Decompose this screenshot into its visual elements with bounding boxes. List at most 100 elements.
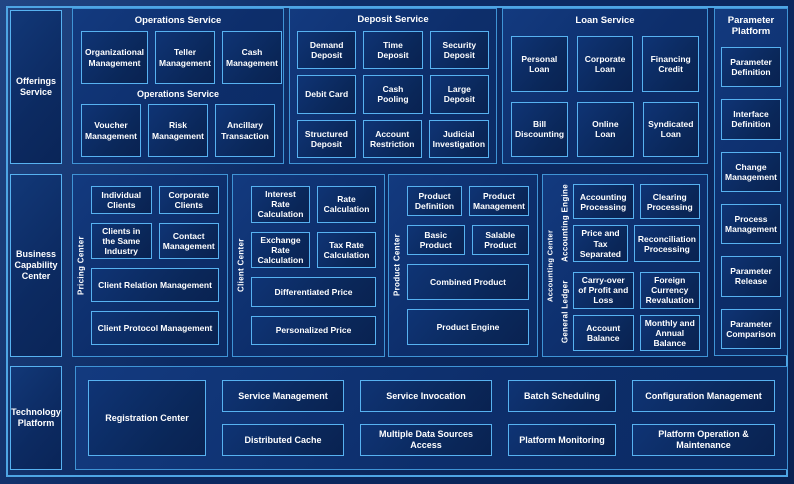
accounting-engine-label: Accounting Engine [560, 184, 570, 262]
personalized-price-box: Personalized Price [251, 315, 376, 345]
operations-row-2: Voucher Management Risk Management Ancil… [81, 104, 275, 157]
client-center-label: Client Center [236, 238, 246, 293]
online-loan-box: Online Loan [577, 101, 634, 157]
change-management-box: Change Management [721, 151, 781, 192]
operations-row-1: Organizational Management Teller Managem… [81, 31, 282, 84]
deposit-row-2: Debit Card Cash Pooling Large Deposit [297, 75, 489, 114]
engine-row-2: Price and Tax Separated Reconciliation P… [573, 225, 700, 262]
corporate-clients-box: Corporate Clients [158, 186, 219, 214]
operations-service-panel: Operations Service Organizational Manage… [72, 8, 284, 164]
judicial-investigation-box: Judicial Investigation [428, 119, 490, 158]
general-ledger-grid: Carry-over of Profit and Loss Foreign Cu… [573, 272, 700, 352]
ancillary-transaction-box: Ancillary Transaction [215, 104, 275, 157]
large-deposit-box: Large Deposit [429, 75, 489, 114]
pricing-center-panel: Pricing Center Individual Clients Corpor… [72, 174, 228, 357]
registration-center-box: Registration Center [88, 380, 206, 456]
accounting-processing-box: Accounting Processing [573, 184, 634, 220]
time-deposit-box: Time Deposit [363, 31, 423, 70]
tech-column-1: Service Management Distributed Cache [222, 380, 344, 456]
parameter-release-box: Parameter Release [721, 256, 781, 297]
multiple-data-sources-access-box: Multiple Data Sources Access [360, 424, 492, 456]
distributed-cache-box: Distributed Cache [222, 424, 344, 456]
client-center-content: Interest Rate Calculation Rate Calculati… [249, 175, 384, 356]
tax-rate-calculation-box: Tax Rate Calculation [317, 231, 376, 269]
teller-management-box: Teller Management [155, 31, 215, 84]
deposit-row-3: Structured Deposit Account Restriction J… [297, 119, 490, 158]
rate-calculation-box: Rate Calculation [317, 186, 376, 223]
account-restriction-box: Account Restriction [362, 119, 422, 158]
tech-column-4: Configuration Management Platform Operat… [632, 380, 775, 456]
engine-row-1: Accounting Processing Clearing Processin… [573, 184, 700, 220]
interface-definition-box: Interface Definition [721, 99, 781, 140]
loan-row-1: Personal Loan Corporate Loan Financing C… [511, 36, 700, 92]
risk-management-box: Risk Management [148, 104, 208, 157]
pricing-center-label: Pricing Center [76, 236, 86, 295]
general-ledger-label: General Ledger [560, 280, 570, 344]
basic-product-box: Basic Product [407, 225, 465, 255]
tech-column-2: Service Invocation Multiple Data Sources… [360, 380, 492, 456]
general-ledger-group: General Ledger Carry-over of Profit and … [557, 272, 700, 352]
parameter-comparison-box: Parameter Comparison [721, 308, 781, 349]
deposit-row-1: Demand Deposit Time Deposit Security Dep… [297, 31, 489, 70]
product-center-label: Product Center [392, 234, 402, 297]
rail-offerings-service: Offerings Service [10, 10, 62, 164]
tech-column-3: Batch Scheduling Platform Monitoring [508, 380, 616, 456]
product-definition-box: Product Definition [407, 186, 463, 216]
demand-deposit-box: Demand Deposit [297, 31, 357, 70]
pricing-center-content: Individual Clients Corporate Clients Cli… [89, 175, 227, 356]
differentiated-price-box: Differentiated Price [251, 277, 376, 307]
corporate-loan-box: Corporate Loan [576, 36, 634, 92]
accounting-center-label: Accounting Center [545, 229, 555, 302]
clients-same-industry-box: Clients in the Same Industry [91, 222, 152, 260]
combined-product-box: Combined Product [407, 264, 529, 300]
cash-management-box: Cash Management [222, 31, 282, 84]
loan-row-2: Bill Discounting Online Loan Syndicated … [511, 101, 700, 157]
accounting-center-panel: Accounting Center Accounting Engine Acco… [542, 174, 708, 357]
client-row-1: Interest Rate Calculation Rate Calculati… [251, 186, 376, 223]
account-balance-box: Account Balance [573, 314, 634, 352]
bill-discounting-box: Bill Discounting [511, 101, 569, 157]
product-row-2: Basic Product Salable Product [407, 225, 529, 255]
parameter-definition-box: Parameter Definition [721, 47, 781, 88]
debit-card-box: Debit Card [297, 75, 357, 114]
technology-platform-panel: Registration Center Service Management D… [75, 366, 788, 470]
product-center-panel: Product Center Product Definition Produc… [388, 174, 538, 357]
accounting-engine-grid: Accounting Processing Clearing Processin… [573, 184, 700, 262]
loan-service-panel: Loan Service Personal Loan Corporate Loa… [502, 8, 708, 164]
price-tax-separated-box: Price and Tax Separated [573, 225, 628, 262]
cash-pooling-box: Cash Pooling [363, 75, 423, 114]
platform-monitoring-box: Platform Monitoring [508, 424, 616, 456]
individual-clients-box: Individual Clients [91, 186, 152, 214]
rail-business-capability-center: Business Capability Center [10, 174, 62, 357]
ledger-row-1: Carry-over of Profit and Loss Foreign Cu… [573, 272, 700, 309]
salable-product-box: Salable Product [471, 225, 529, 255]
interest-rate-calculation-box: Interest Rate Calculation [251, 186, 310, 223]
product-engine-box: Product Engine [407, 309, 529, 345]
operations-service-mid-label: Operations Service [136, 89, 220, 99]
ledger-row-2: Account Balance Monthly and Annual Balan… [573, 314, 700, 352]
exchange-rate-calculation-box: Exchange Rate Calculation [251, 231, 310, 269]
deposit-service-title: Deposit Service [357, 14, 429, 25]
contact-management-box: Contact Management [158, 222, 219, 260]
parameter-platform-panel: Parameter Platform Parameter Definition … [714, 8, 788, 356]
batch-scheduling-box: Batch Scheduling [508, 380, 616, 412]
clearing-processing-box: Clearing Processing [639, 184, 700, 220]
product-center-content: Product Definition Product Management Ba… [405, 175, 537, 356]
service-management-box: Service Management [222, 380, 344, 412]
rail-technology-platform: Technology Platform [10, 366, 62, 470]
deposit-service-panel: Deposit Service Demand Deposit Time Depo… [289, 8, 497, 164]
platform-operation-maintenance-box: Platform Operation & Maintenance [632, 424, 775, 456]
reconciliation-processing-box: Reconciliation Processing [633, 225, 700, 262]
product-management-box: Product Management [469, 186, 529, 216]
foreign-currency-revaluation-box: Foreign Currency Revaluation [639, 272, 700, 309]
client-relation-management-box: Client Relation Management [91, 268, 219, 303]
loan-service-title: Loan Service [575, 15, 635, 26]
syndicated-loan-box: Syndicated Loan [642, 101, 700, 157]
carry-over-profit-loss-box: Carry-over of Profit and Loss [573, 272, 634, 309]
configuration-management-box: Configuration Management [632, 380, 775, 412]
monthly-annual-balance-box: Monthly and Annual Balance [639, 314, 700, 352]
security-deposit-box: Security Deposit [429, 31, 489, 70]
client-center-panel: Client Center Interest Rate Calculation … [232, 174, 385, 357]
service-invocation-box: Service Invocation [360, 380, 492, 412]
client-protocol-management-box: Client Protocol Management [91, 311, 219, 345]
